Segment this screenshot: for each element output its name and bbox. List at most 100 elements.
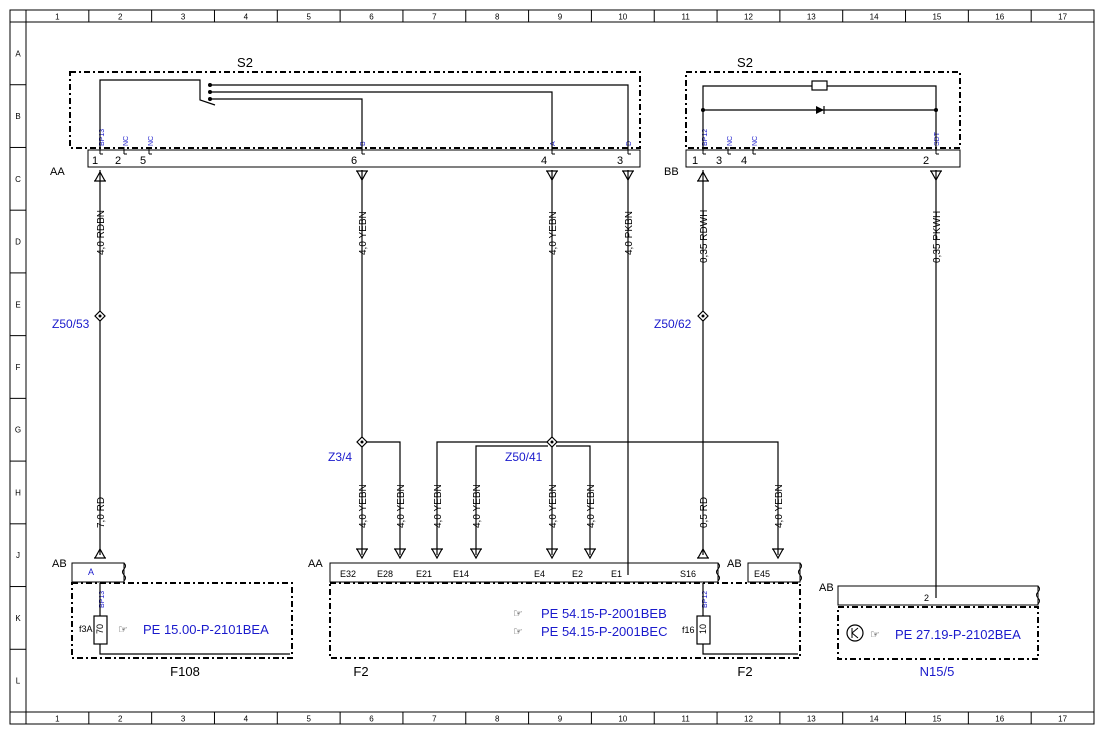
f2-pin-s16: S16	[680, 569, 696, 579]
diode-symbol	[816, 106, 824, 114]
grid-col-top: 17	[1058, 13, 1067, 22]
grid-col-top: 1	[55, 13, 60, 22]
arrow-up-icon	[93, 170, 107, 182]
f2-name-right: F2	[737, 664, 752, 679]
pin-num-2: 2	[115, 155, 121, 167]
grid-col-top: 11	[681, 13, 690, 22]
grid-col-bottom: 13	[807, 715, 816, 724]
f2-ref-link-1[interactable]: PE 54.15-P-2001BEB	[541, 606, 667, 621]
wire-label-10: 4,0 YEBN	[433, 484, 444, 528]
f108-pin-name: BP13	[99, 591, 106, 608]
n15-block: AB 2 ☞ PE 27.19-P-2102BEA N15/5	[819, 582, 1040, 679]
arrow-down-icon	[469, 548, 483, 560]
s2-left-label: S2	[237, 55, 253, 70]
f108-pin-label: A	[88, 567, 94, 577]
f108-ref-link[interactable]: PE 15.00-P-2101BEA	[143, 622, 269, 637]
pin-sdt-label: SDT	[934, 131, 941, 146]
n15-name: N15/5	[920, 664, 955, 679]
connector-ab-left-label: AB	[52, 558, 67, 570]
arrow-down-icon	[430, 548, 444, 560]
grid-row: K	[15, 614, 21, 623]
grid-col-bottom: 6	[369, 715, 374, 724]
wire-label-14: 0,5 RD	[699, 497, 710, 528]
grid-col-top: 6	[369, 13, 374, 22]
arrow-down-icon	[545, 548, 559, 560]
n15-pin: 2	[924, 593, 929, 603]
grid-row: D	[15, 238, 21, 247]
grid-col-bottom: 4	[244, 715, 249, 724]
n15-ref-link[interactable]: PE 27.19-P-2102BEA	[895, 627, 1021, 642]
grid-row: L	[16, 677, 21, 686]
s2-right-label: S2	[737, 55, 753, 70]
grid-col-bottom: 17	[1058, 715, 1067, 724]
pin-num-1: 1	[92, 155, 98, 167]
pin-num-r1: 1	[692, 155, 698, 167]
f2-pin-e28: E28	[377, 569, 393, 579]
wire-label-7: 7,0 RD	[96, 497, 107, 528]
grid-col-bottom: 16	[995, 715, 1004, 724]
arrow-down-icon	[583, 548, 597, 560]
grid-col-bottom: 15	[932, 715, 941, 724]
connector-ab-right-label: AB	[819, 582, 834, 594]
s2-right-block: S2 BB BP12 NC NC SDT 1 3 4 2	[664, 55, 961, 178]
connector-aa-top-label: AA	[50, 166, 65, 178]
splice-diamond-icon	[697, 310, 709, 322]
f2-pin-name: BP12	[702, 591, 709, 608]
splice-z50-62: Z50/62	[654, 317, 692, 331]
arrow-down-icon	[929, 170, 943, 182]
grid-col-top: 8	[495, 13, 500, 22]
splice-z3-4: Z3/4	[328, 450, 352, 464]
wire-group	[99, 170, 937, 598]
arrow-up-icon	[696, 170, 710, 182]
grid-col-top: 12	[744, 13, 753, 22]
hand-icon-f2-1: ☞	[513, 608, 523, 620]
f2-pin-e45: E45	[754, 569, 770, 579]
grid-col-bottom: 7	[432, 715, 437, 724]
pin-num-r2: 2	[923, 155, 929, 167]
f108-block: AB A BP13 70 f3A ☞ PE 15.00-P-2101BEA F1…	[52, 558, 293, 679]
grid-col-bottom: 11	[681, 715, 690, 724]
grid-col-top: 13	[807, 13, 816, 22]
f2-pin-e14: E14	[453, 569, 469, 579]
f108-name: F108	[170, 664, 200, 679]
f2-ref-link-2[interactable]: PE 54.15-P-2001BEC	[541, 624, 667, 639]
f2-pin-e2: E2	[572, 569, 583, 579]
grid-row: A	[15, 49, 21, 58]
connector-aa-mid-label: AA	[308, 558, 323, 570]
arrow-down-icon	[545, 170, 559, 182]
wire-label-3: 4,0 YEBN	[548, 211, 559, 255]
wire-label-15: 4,0 YEBN	[774, 484, 785, 528]
grid-col-bottom: 3	[181, 715, 186, 724]
transistor-icon	[846, 624, 864, 642]
grid-col-top: 2	[118, 13, 123, 22]
s2-left-block: S2 AA BP13 NC NC B A D 1 2 5 6 4 3	[50, 55, 641, 178]
grid-col-top: 14	[870, 13, 879, 22]
pin-num-r3: 3	[716, 155, 722, 167]
f2-pin-e1: E1	[611, 569, 622, 579]
grid-col-top: 15	[932, 13, 941, 22]
pin-a-label: A	[550, 141, 557, 146]
grid-row: B	[15, 112, 20, 121]
pin-num-6: 6	[351, 155, 357, 167]
grid-col-bottom: 14	[870, 715, 879, 724]
pin-num-3: 3	[617, 155, 623, 167]
grid-col-top: 3	[181, 13, 186, 22]
grid-frame: 1122334455667788991010111112121313141415…	[9, 9, 1095, 725]
hand-icon-n15: ☞	[870, 629, 880, 641]
wire-label-9: 4,0 YEBN	[396, 484, 407, 528]
pin-num-5: 5	[140, 155, 146, 167]
grid-col-bottom: 10	[618, 715, 627, 724]
wire-label-13: 4,0 YEBN	[586, 484, 597, 528]
pin-d-label: D	[626, 141, 633, 146]
pin-b-label: B	[360, 141, 367, 146]
grid-col-top: 9	[558, 13, 563, 22]
f2-fuse-value: 10	[698, 624, 708, 634]
arrow-up-icon	[93, 547, 107, 559]
grid-col-bottom: 9	[558, 715, 563, 724]
f2-block: AA AB E32 E28 E21 E14 E4 E2 E1 S16 E45 ☞…	[308, 558, 802, 679]
pin-nc2-label: NC	[148, 136, 155, 146]
grid-row: E	[15, 300, 20, 309]
wire-label-11: 4,0 YEBN	[472, 484, 483, 528]
grid-row: F	[16, 363, 21, 372]
connector-bb-label: BB	[664, 166, 679, 178]
